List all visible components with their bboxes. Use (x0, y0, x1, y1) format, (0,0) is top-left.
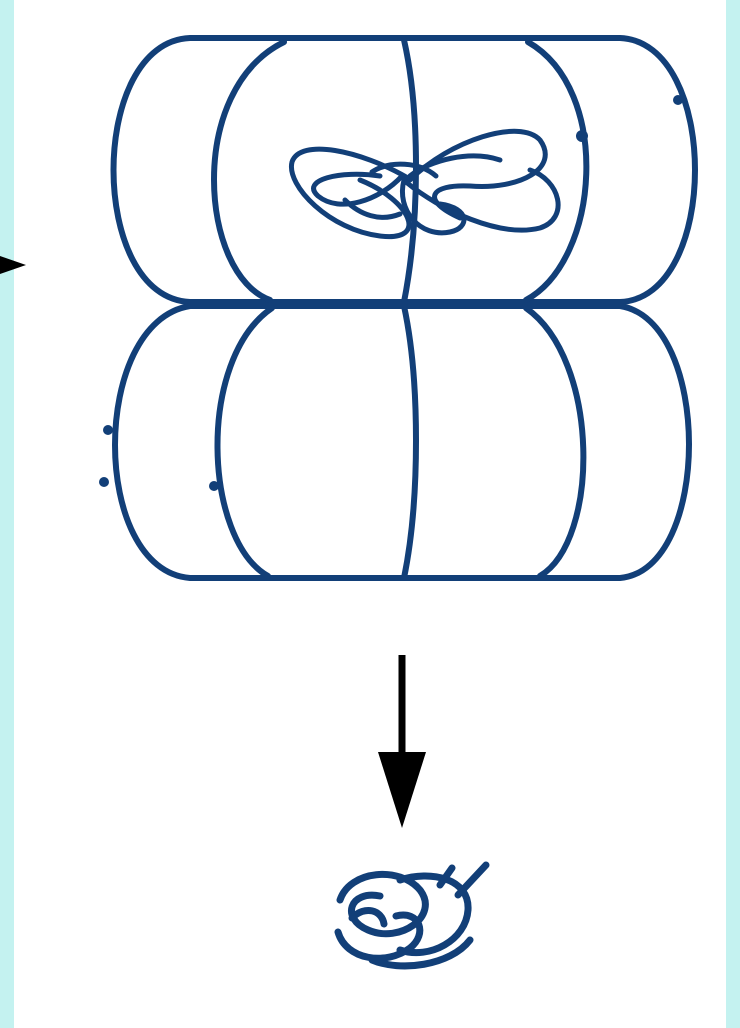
diagram-canvas (0, 0, 740, 1028)
diagram-svg (0, 0, 740, 1028)
